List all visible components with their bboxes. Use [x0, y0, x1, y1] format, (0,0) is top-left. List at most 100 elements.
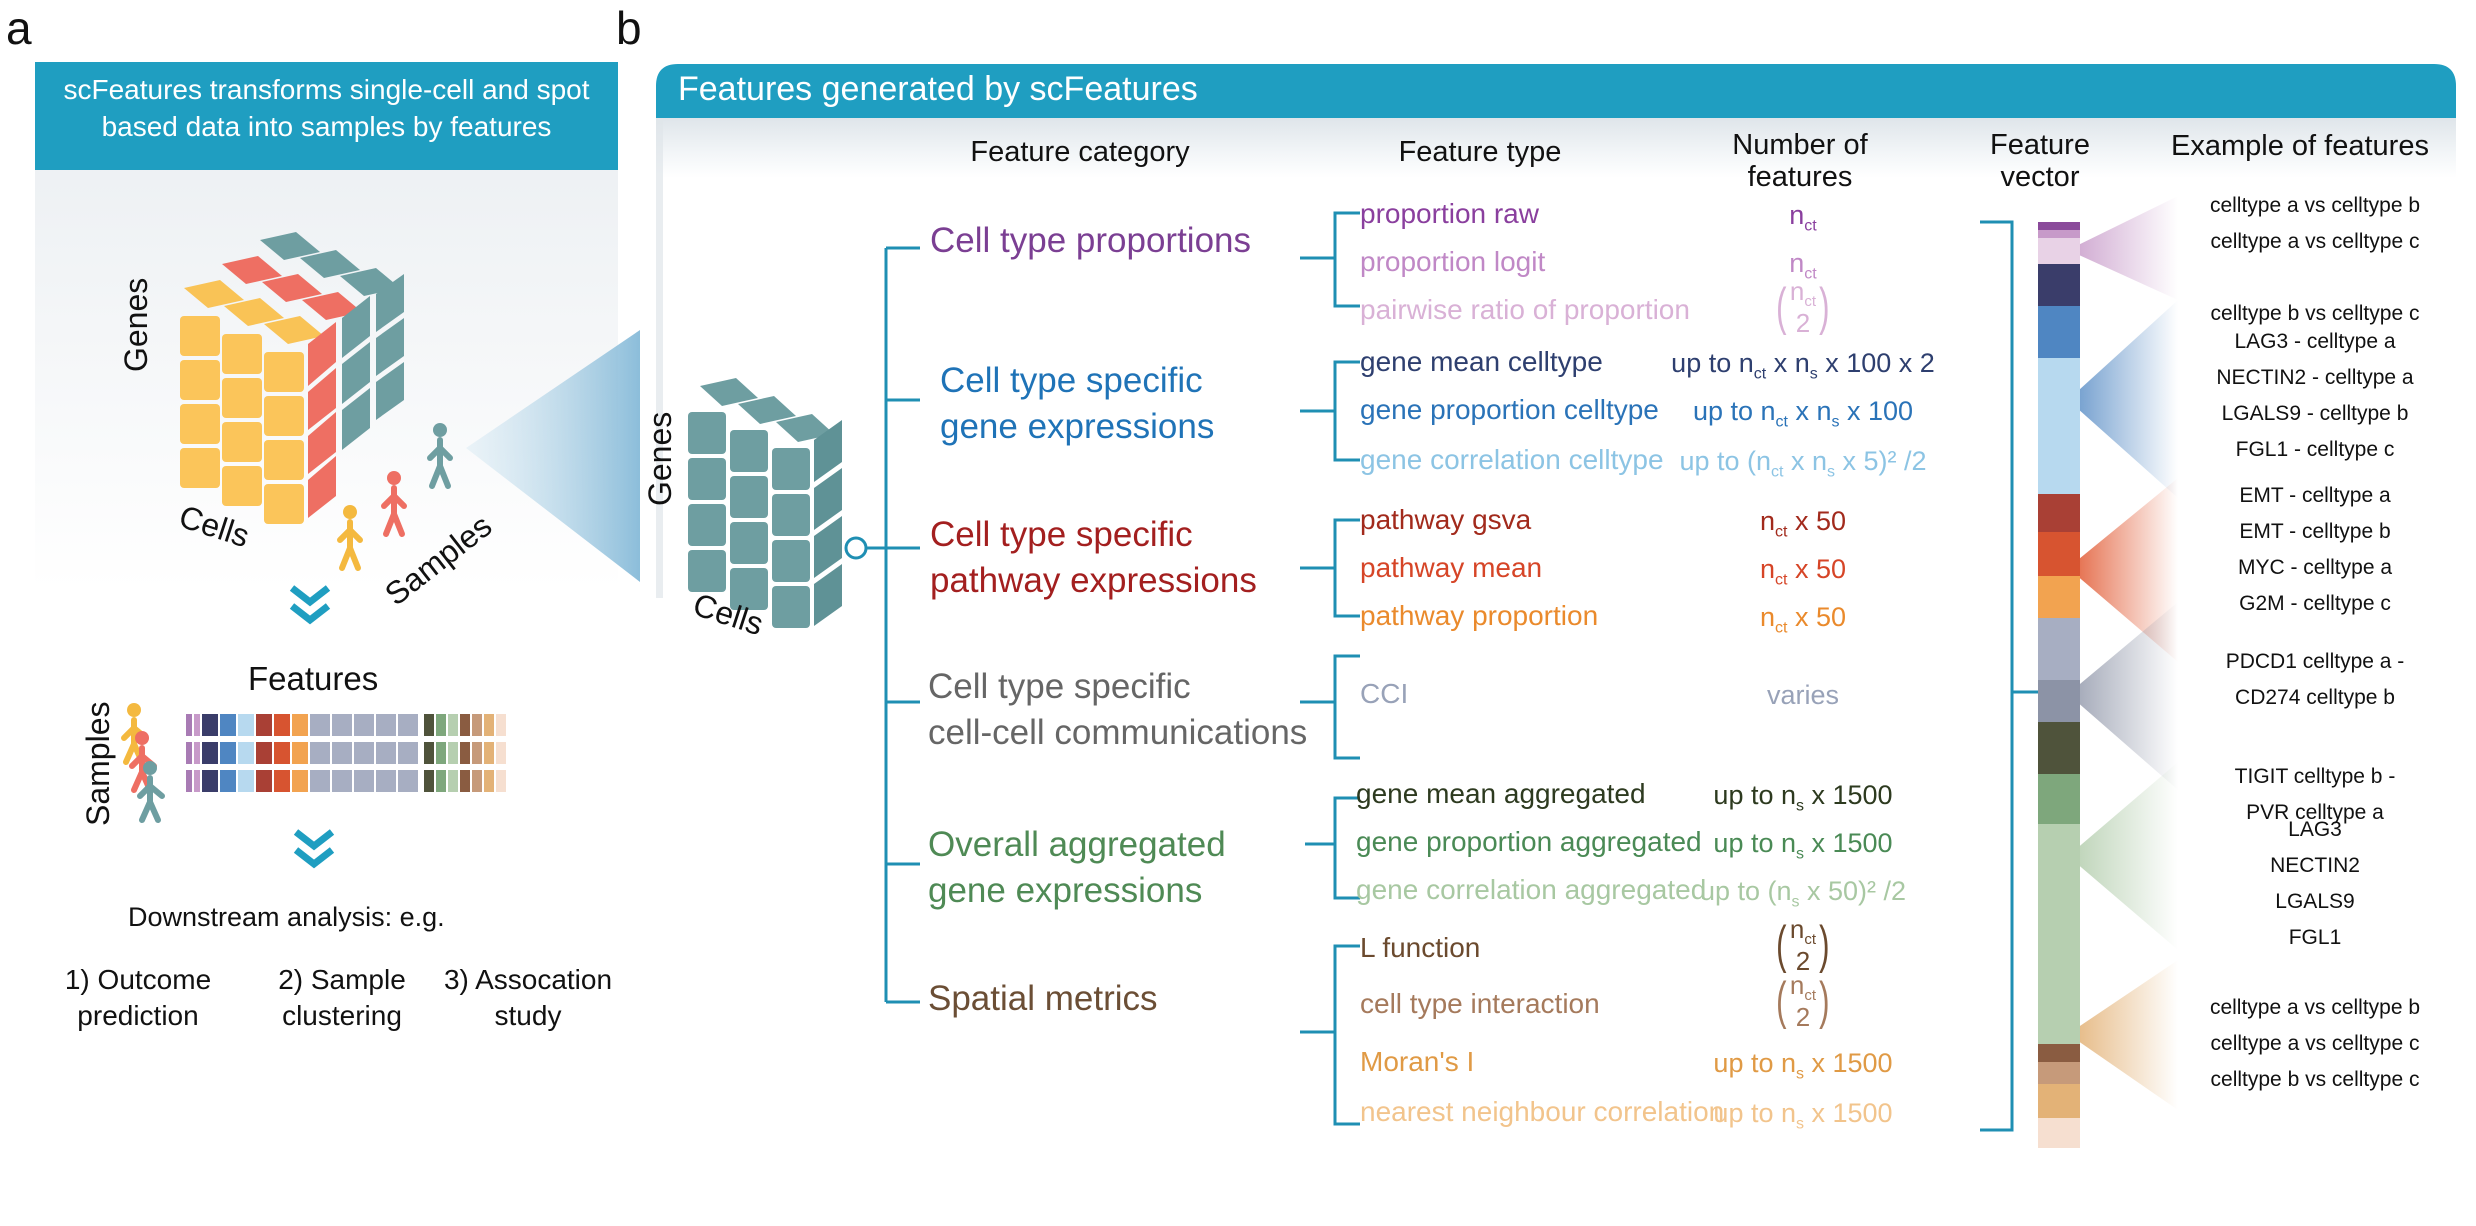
feature-cell: [292, 714, 308, 736]
feature-vector-segment: [2038, 1044, 2080, 1062]
feature-vector-segment: [2038, 722, 2080, 774]
category-line: pathway expressions: [930, 560, 1257, 600]
example-feature: PDCD1 celltype a -: [2225, 650, 2405, 673]
header-line: Number of: [1732, 129, 1868, 161]
example-feature: TIGIT celltype b -: [2234, 765, 2396, 789]
feature-vector-segment: [2038, 358, 2080, 494]
example-feature: MYC - celltype a: [2237, 556, 2393, 579]
feature-vector-segment: [2038, 494, 2080, 532]
projection-cone: [466, 330, 640, 582]
example-feature: celltype b vs celltype c: [2210, 1068, 2420, 1091]
feature-count: up to ns x 1500: [1713, 828, 1893, 863]
feature-count: up to nct x ns x 100: [1692, 396, 1914, 431]
feature-cell: [202, 770, 218, 792]
feature-cell: [398, 714, 418, 736]
features-matrix: [186, 714, 506, 792]
feature-cell: [484, 770, 494, 792]
example-feature: EMT - celltype b: [2239, 520, 2391, 543]
feature-vector-segment: [2038, 824, 2080, 1044]
feature-cell: [354, 714, 374, 736]
example-feature: FGL1 - celltype c: [2235, 438, 2395, 461]
feature-count: up to (ns x 50)² /2: [1699, 876, 1907, 911]
feature-cell: [274, 770, 290, 792]
panel-b-banner-text: Features generated by scFeatures: [678, 70, 1198, 108]
feature-vector-segment: [2038, 230, 2080, 238]
category-tree: [844, 246, 920, 1004]
analysis-line: study: [494, 1000, 562, 1032]
feature-vector-segment: [2038, 238, 2080, 264]
feature-cell: [448, 742, 458, 764]
header-feature-vector: Feature vector: [1960, 129, 2120, 194]
feature-type-item: proportion logit: [1360, 246, 1546, 277]
feature-cell: [332, 770, 352, 792]
banner-line: based data into samples by features: [101, 110, 552, 142]
feature-vector-segment: [2038, 680, 2080, 722]
feature-type-item: Moran's I: [1360, 1046, 1475, 1077]
feature-cell: [496, 770, 506, 792]
feature-cell: [376, 714, 396, 736]
example-feature: CD274 celltype b: [2235, 686, 2395, 709]
category-pathway-expressions: Cell type specific pathway expressions: [930, 512, 1257, 603]
category-line: cell-cell communications: [928, 712, 1308, 752]
chevron-down-icon: [289, 585, 331, 625]
category-line: Overall aggregated: [928, 825, 1226, 864]
feature-type-item: cell type interaction: [1360, 988, 1600, 1019]
feature-cell: [202, 714, 218, 736]
feature-cell: [436, 714, 446, 736]
category-spatial-metrics: Spatial metrics: [928, 976, 1158, 1022]
feature-cell: [186, 770, 192, 792]
category-cell-cell-communications: Cell type specific cell-cell communicati…: [928, 664, 1307, 755]
category-line: gene expressions: [940, 406, 1215, 446]
feature-cell: [496, 714, 506, 736]
feature-vector-segment: [2038, 576, 2080, 618]
category-cell-type-proportions: Cell type proportions: [930, 218, 1251, 264]
feature-cell: [376, 742, 396, 764]
feature-cell: [292, 742, 308, 764]
feature-type-item: nearest neighbour correlation: [1360, 1096, 1725, 1127]
feature-cell: [194, 770, 200, 792]
feature-count: nct x 50: [1759, 506, 1847, 541]
features-title: Features: [248, 660, 379, 697]
feature-cell: [472, 742, 482, 764]
feature-type-item: pathway gsva: [1360, 504, 1532, 535]
feature-type-item: pathway mean: [1360, 552, 1543, 583]
samples-genes-cells-cube: [180, 232, 404, 524]
feature-cell: [424, 742, 434, 764]
person-icons: [337, 423, 453, 571]
analysis-item: 2) Sample clustering: [252, 962, 432, 1035]
feature-cell: [398, 770, 418, 792]
example-feature: celltype b vs celltype c: [2210, 302, 2420, 325]
feature-cell: [472, 714, 482, 736]
axis-label-genes: Genes: [642, 411, 678, 506]
analysis-item: 1) Outcome prediction: [48, 962, 228, 1035]
feature-vector-segment: [2038, 532, 2080, 576]
feature-cell: [220, 742, 236, 764]
example-feature: NECTIN2: [2270, 854, 2360, 877]
header-feature-category: Feature category: [970, 136, 1190, 168]
example-feature: PVR celltype a: [2246, 801, 2384, 825]
example-feature: G2M - celltype c: [2239, 592, 2391, 615]
feature-cell: [220, 714, 236, 736]
header-number-of-features: Number of features: [1700, 129, 1900, 194]
panel-a-banner: [35, 62, 618, 170]
example-feature: LAG3 - celltype a: [2234, 330, 2396, 353]
downstream-label: Downstream analysis: e.g.: [128, 902, 445, 932]
category-line: Spatial metrics: [928, 979, 1158, 1018]
feature-vector-segment: [2038, 1062, 2080, 1084]
feature-type-brackets: [1300, 211, 1360, 1126]
example-feature: EMT - celltype a: [2239, 484, 2391, 507]
feature-cell: [436, 770, 446, 792]
header-example-of-features: Example of features: [2171, 130, 2429, 162]
analysis-line: 2) Sample: [278, 964, 406, 995]
feature-vector-segment: [2038, 222, 2080, 230]
feature-count: nct x 50: [1759, 554, 1847, 589]
header-line: features: [1747, 160, 1853, 193]
feature-type-item: pairwise ratio of proportion: [1360, 294, 1690, 325]
banner-line: scFeatures transforms single-cell and sp…: [63, 74, 590, 105]
panel-b-banner: [656, 64, 2456, 118]
feature-cell: [354, 742, 374, 764]
analysis-line: clustering: [282, 1000, 402, 1032]
